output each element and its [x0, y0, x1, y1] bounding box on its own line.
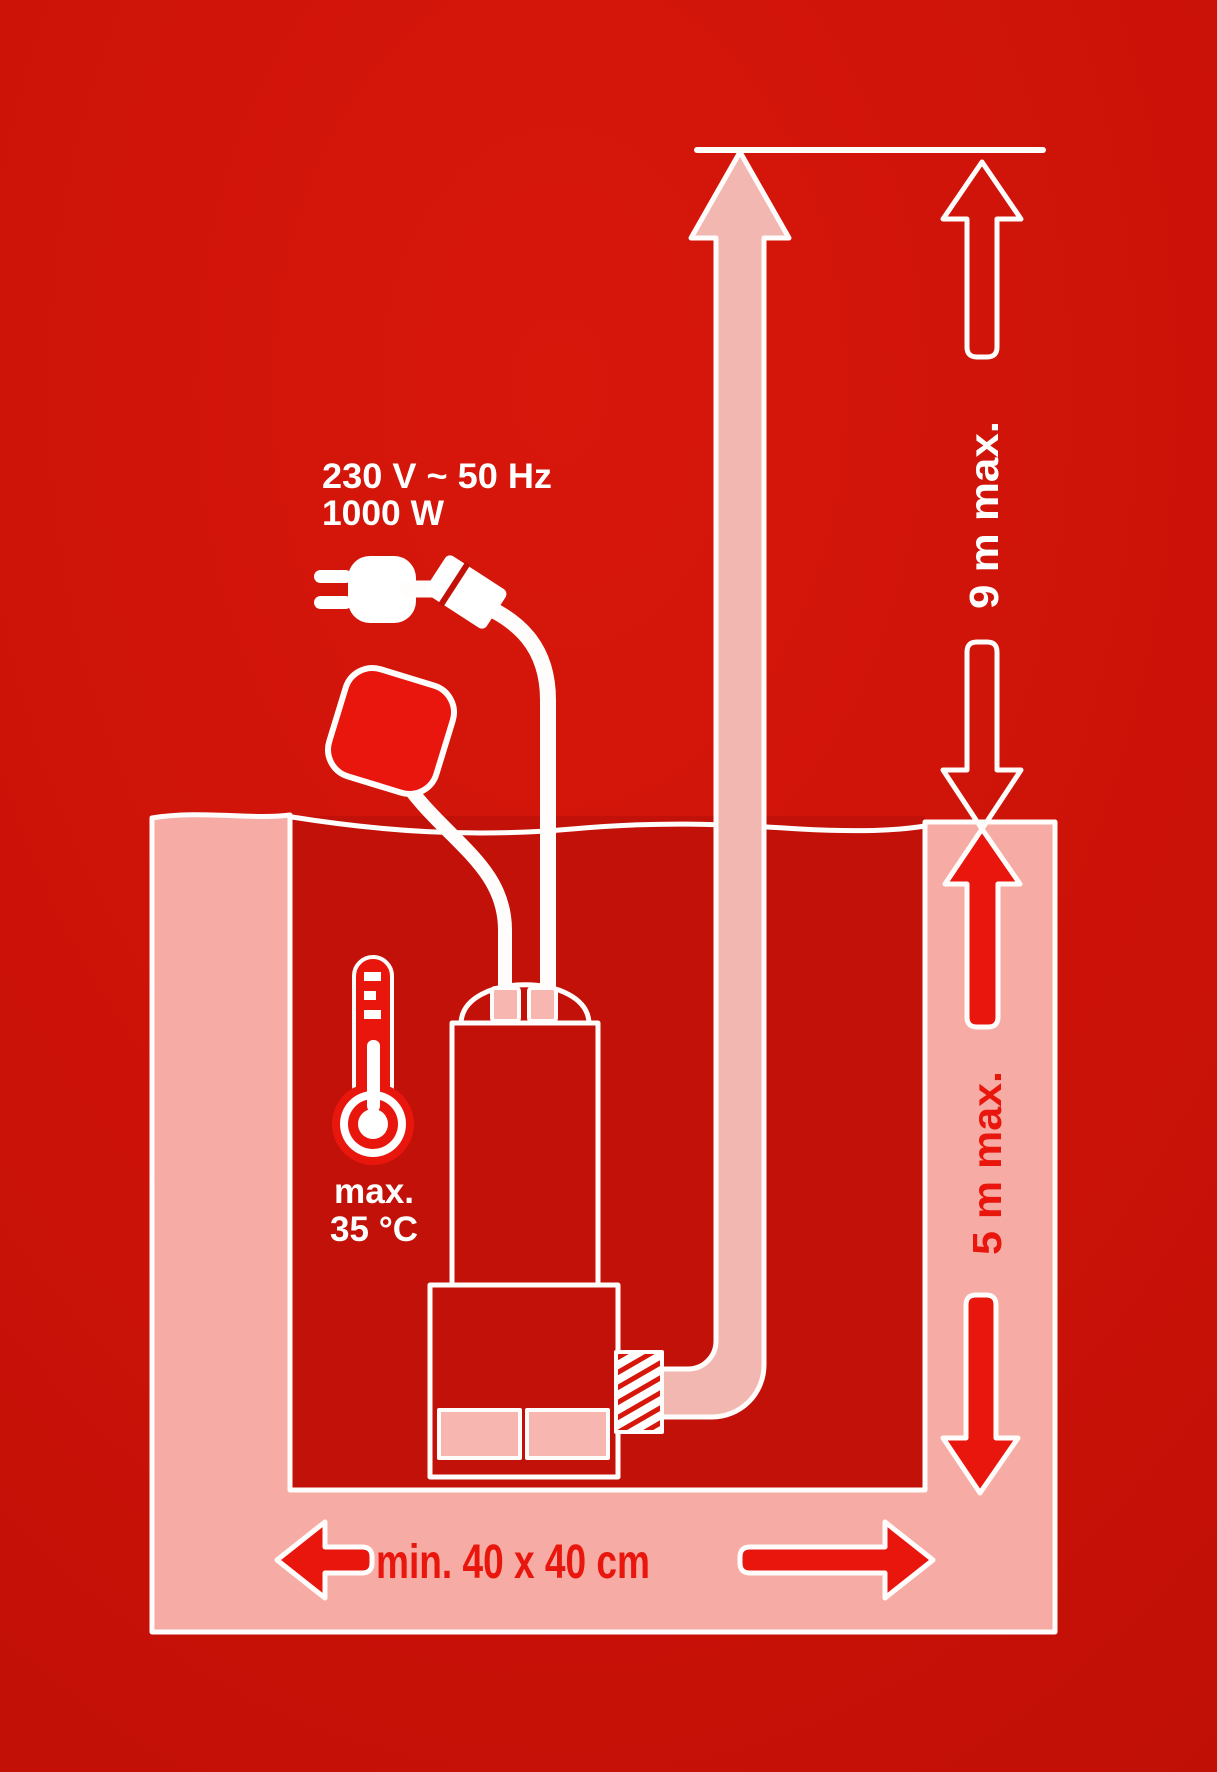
- pit-size-label: min. 40 x 40 cm: [376, 1536, 650, 1589]
- outlet-coupling: [614, 1350, 664, 1434]
- pump: [427, 982, 664, 1480]
- immersion-depth-label: 5 m max.: [964, 1071, 1010, 1255]
- pit-width-dimension: min. 40 x 40 cm: [274, 1519, 936, 1601]
- power-spec-label: 230 V ~ 50 Hz 1000 W: [322, 457, 552, 533]
- temperature-line1: max.: [334, 1172, 414, 1211]
- water-surface-line: [289, 814, 928, 836]
- head-height-dimension: 9 m max.: [940, 159, 1024, 832]
- left-arrow-icon: [274, 1519, 375, 1601]
- thermometer-icon: [332, 955, 414, 1165]
- power-plug-icon: [314, 555, 556, 1006]
- water-flow-arrow-icon: [657, 149, 792, 1420]
- power-spec-line2: 1000 W: [322, 494, 444, 533]
- up-arrow-icon: [942, 826, 1023, 1030]
- intake-vent: [525, 1408, 610, 1460]
- up-arrow-icon: [940, 159, 1024, 360]
- pump-body: [449, 1020, 601, 1288]
- cable-gland: [490, 986, 521, 1023]
- temperature-label: max. 35 °C: [330, 1172, 418, 1249]
- down-arrow-icon: [940, 639, 1024, 832]
- temperature-line2: 35 °C: [330, 1210, 418, 1249]
- head-height-label: 9 m max.: [961, 421, 1007, 609]
- pump-handle: [458, 982, 592, 1026]
- down-arrow-icon: [940, 1292, 1021, 1496]
- immersion-depth-dimension: 5 m max.: [940, 826, 1023, 1496]
- float-switch-icon: [325, 665, 512, 1005]
- right-arrow-icon: [737, 1519, 936, 1601]
- power-spec-line1: 230 V ~ 50 Hz: [322, 457, 552, 496]
- intake-vent: [437, 1408, 522, 1460]
- cable-gland: [527, 986, 558, 1023]
